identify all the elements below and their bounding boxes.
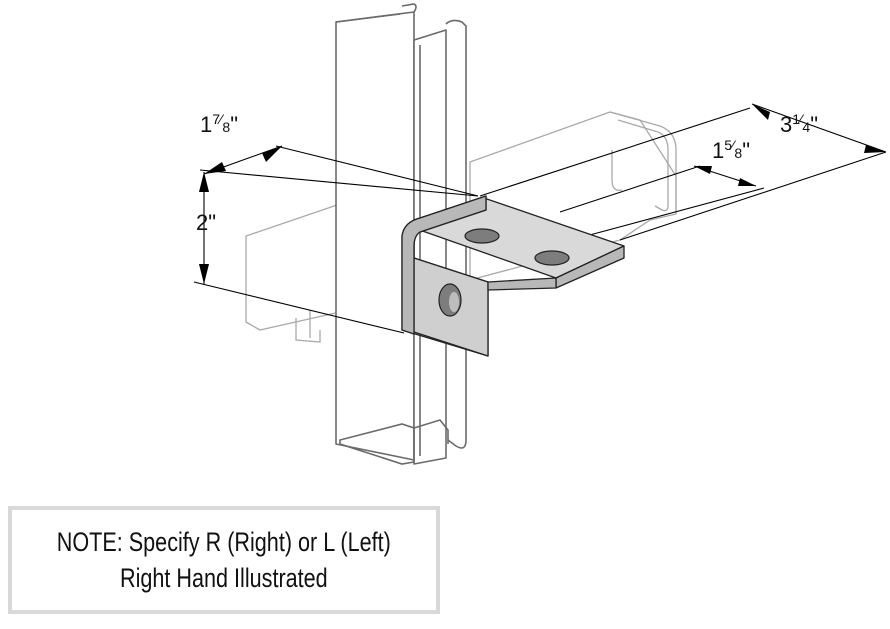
vertical-post (335, 3, 467, 465)
top-hole-1 (464, 228, 500, 244)
svg-text:17⁄8": 17⁄8" (200, 111, 238, 137)
dim-1-7-8: 17⁄8" (200, 111, 238, 137)
svg-text:31⁄4": 31⁄4" (780, 111, 818, 137)
note-line-2: Right Hand Illustrated (120, 563, 328, 593)
svg-text:15⁄8": 15⁄8" (712, 137, 750, 163)
dim-3-1-4: 31⁄4" (780, 111, 818, 137)
note-box: NOTE: Specify R (Right) or L (Left) Righ… (8, 506, 440, 614)
dim-1-5-8: 15⁄8" (712, 137, 750, 163)
top-hole-2 (534, 250, 570, 266)
svg-text:2": 2" (196, 210, 216, 235)
dim-2: 2" (196, 210, 216, 235)
angle-bracket (401, 195, 625, 357)
dimension-arrows (199, 104, 886, 284)
note-line-1: NOTE: Specify R (Right) or L (Left) (56, 527, 392, 557)
